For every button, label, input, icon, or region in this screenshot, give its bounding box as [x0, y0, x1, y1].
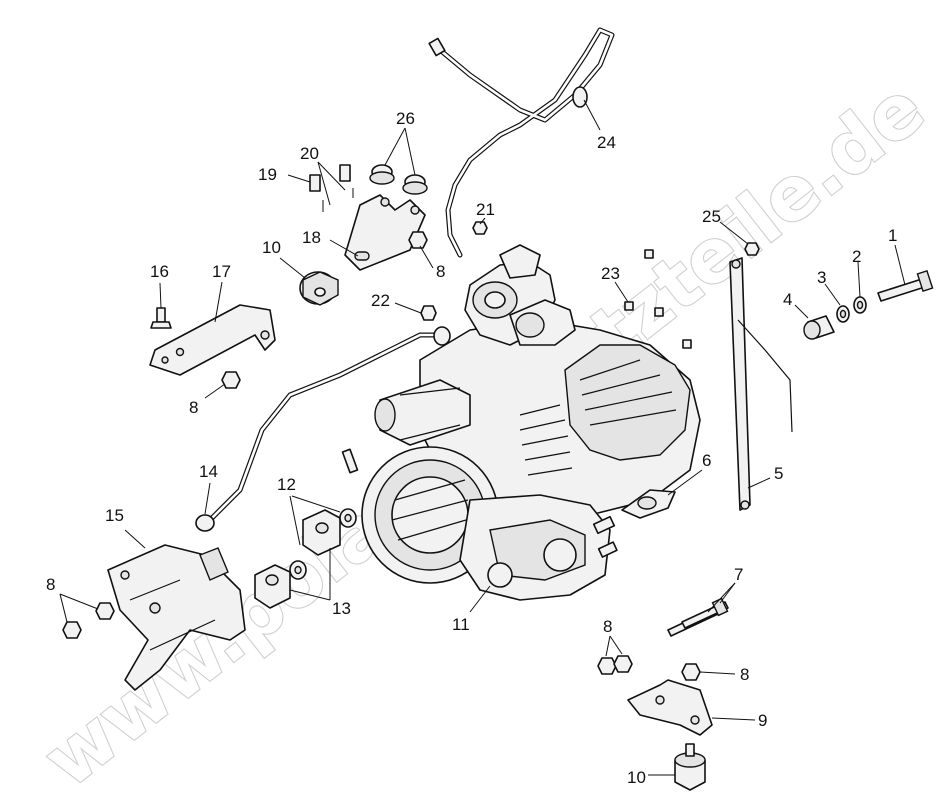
callout-12: 12	[277, 475, 296, 494]
callout-18: 18	[302, 228, 321, 247]
callout-2: 2	[852, 247, 861, 266]
gasket-6	[621, 489, 676, 519]
callout-15: 15	[105, 506, 124, 525]
bolt-1	[877, 270, 934, 302]
line-14	[195, 326, 451, 532]
callout-9: 9	[758, 711, 767, 730]
line-24	[428, 27, 615, 258]
bolts-23	[624, 249, 692, 349]
callout-8-lower-pair: 8	[603, 617, 612, 636]
stay-rod-5	[729, 257, 793, 511]
grommet-26	[369, 164, 428, 195]
mount-12-13-upper	[302, 508, 357, 556]
nut-8-top	[408, 231, 428, 249]
nut-8-left-a	[95, 602, 115, 620]
callout-6: 6	[702, 451, 711, 470]
callout-4: 4	[783, 290, 792, 309]
callout-13: 13	[332, 599, 351, 618]
bolt-16	[150, 307, 172, 329]
nut-8-upper-left	[221, 371, 241, 389]
bolts-7	[667, 597, 729, 637]
callout-10-top: 10	[262, 238, 281, 257]
callout-8-upper-left: 8	[189, 398, 198, 417]
callout-8-left: 8	[46, 575, 55, 594]
mount-12-13-lower	[254, 560, 307, 609]
nut-8-lower-b	[613, 655, 633, 673]
callout-22: 22	[371, 291, 390, 310]
callout-1: 1	[888, 226, 897, 245]
nut-21	[472, 221, 488, 235]
callout-labels: 1 2 3 4 5 6 7 8 8 9 10 11 12 13 14 15 16…	[46, 109, 897, 787]
callout-25: 25	[702, 207, 721, 226]
nut-25	[744, 242, 760, 256]
bolt-19	[309, 174, 324, 212]
engine-assembly	[341, 244, 701, 601]
leader-lines	[59, 99, 906, 776]
callout-8-top: 8	[436, 262, 445, 281]
callout-17: 17	[212, 262, 231, 281]
callout-21: 21	[476, 200, 495, 219]
bolt-20	[339, 164, 354, 198]
callout-19: 19	[258, 165, 277, 184]
bracket-15	[107, 544, 246, 691]
callout-8-lower-right: 8	[740, 665, 749, 684]
callout-16: 16	[150, 262, 169, 281]
bracket-9	[627, 679, 713, 736]
mount-10-top	[299, 271, 339, 306]
bracket-17	[149, 304, 276, 376]
callout-5: 5	[774, 464, 783, 483]
callout-20: 20	[300, 144, 319, 163]
callout-11: 11	[452, 615, 470, 634]
callout-14: 14	[199, 462, 218, 481]
mount-10-bottom	[674, 743, 706, 791]
bracket-18	[344, 194, 426, 271]
callout-24: 24	[597, 133, 616, 152]
nut-8-lower-c	[681, 663, 701, 681]
callout-3: 3	[817, 268, 826, 287]
nut-22	[420, 305, 437, 321]
nut-8-lower-a	[597, 657, 617, 675]
callout-10-bottom: 10	[627, 768, 646, 787]
washer-2	[853, 296, 867, 314]
callout-26: 26	[396, 109, 415, 128]
callout-7: 7	[734, 565, 743, 584]
washer-3	[836, 305, 850, 323]
spacer-4	[803, 315, 835, 340]
nut-8-left-b	[62, 621, 82, 639]
callout-23: 23	[601, 264, 620, 283]
